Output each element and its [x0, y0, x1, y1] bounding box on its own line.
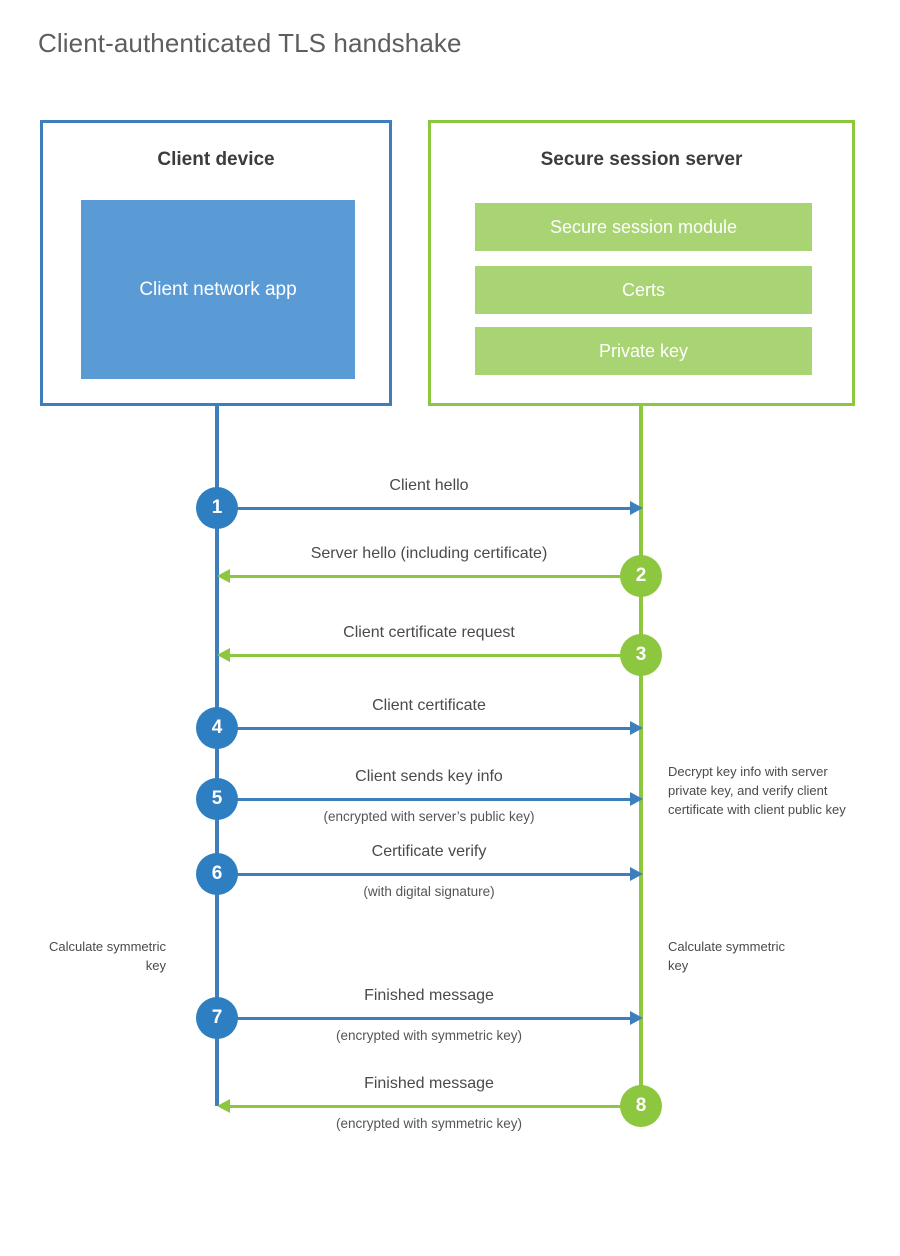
arrow-head-icon-8 [217, 1099, 230, 1113]
message-label-4: Client certificate [372, 697, 486, 714]
arrow-head-icon-3 [217, 648, 230, 662]
client-lifeline [215, 406, 219, 1106]
server-lifeline [639, 406, 643, 1106]
server-calculate-symmetric-key-note: Calculate symmetric key [668, 939, 786, 973]
arrow-head-icon-2 [217, 569, 230, 583]
message-label-8: Finished message [364, 1075, 494, 1092]
client-device-box: Client device Client network app [40, 120, 392, 406]
message-label-3: Client certificate request [343, 624, 515, 641]
message-line-2 [223, 575, 641, 578]
message-label-6: Certificate verify [371, 843, 487, 860]
message-line-4 [217, 727, 637, 730]
secure-session-server-title: Secure session server [540, 149, 743, 170]
step-circle-2: 2 [620, 555, 662, 597]
message-label-2: Server hello (including certificate) [310, 545, 548, 562]
arrow-head-icon-5 [630, 792, 643, 806]
client-calculate-symmetric-key-note: Calculate symmetric key [48, 939, 166, 973]
message-sublabel-6: (with digital signature) [363, 884, 495, 899]
message-line-3 [223, 654, 641, 657]
server-module-certs: Certs [475, 266, 812, 314]
step-circle-1: 1 [196, 487, 238, 529]
arrow-head-icon-6 [630, 867, 643, 881]
message-line-1 [217, 507, 637, 510]
server-module-private-key: Private key [475, 327, 812, 375]
step-circle-7: 7 [196, 997, 238, 1039]
secure-session-server-box: Secure session server Secure session mod… [428, 120, 855, 406]
message-sublabel-7: (encrypted with symmetric key) [335, 1028, 523, 1043]
arrow-head-icon-4 [630, 721, 643, 735]
client-device-title: Client device [157, 149, 275, 170]
message-label-7: Finished message [364, 987, 494, 1004]
message-sublabel-8: (encrypted with symmetric key) [335, 1116, 523, 1131]
arrow-head-icon-7 [630, 1011, 643, 1025]
page-title: Client-authenticated TLS handshake [38, 28, 462, 58]
message-line-8 [223, 1105, 641, 1108]
step-circle-8: 8 [620, 1085, 662, 1127]
step-circle-6: 6 [196, 853, 238, 895]
message-line-5 [217, 798, 637, 801]
server-module-secure-session-module: Secure session module [475, 203, 812, 251]
message-label-5: Client sends key info [355, 768, 503, 785]
message-sublabel-5: (encrypted with server’s public key) [323, 809, 535, 824]
message-line-6 [217, 873, 637, 876]
step-circle-4: 4 [196, 707, 238, 749]
message-line-7 [217, 1017, 637, 1020]
step-circle-5: 5 [196, 778, 238, 820]
server-decrypt-note: Decrypt key info with server private key… [668, 764, 846, 817]
client-network-app: Client network app [81, 200, 355, 379]
message-label-1: Client hello [389, 477, 469, 494]
step-circle-3: 3 [620, 634, 662, 676]
arrow-head-icon-1 [630, 501, 643, 515]
